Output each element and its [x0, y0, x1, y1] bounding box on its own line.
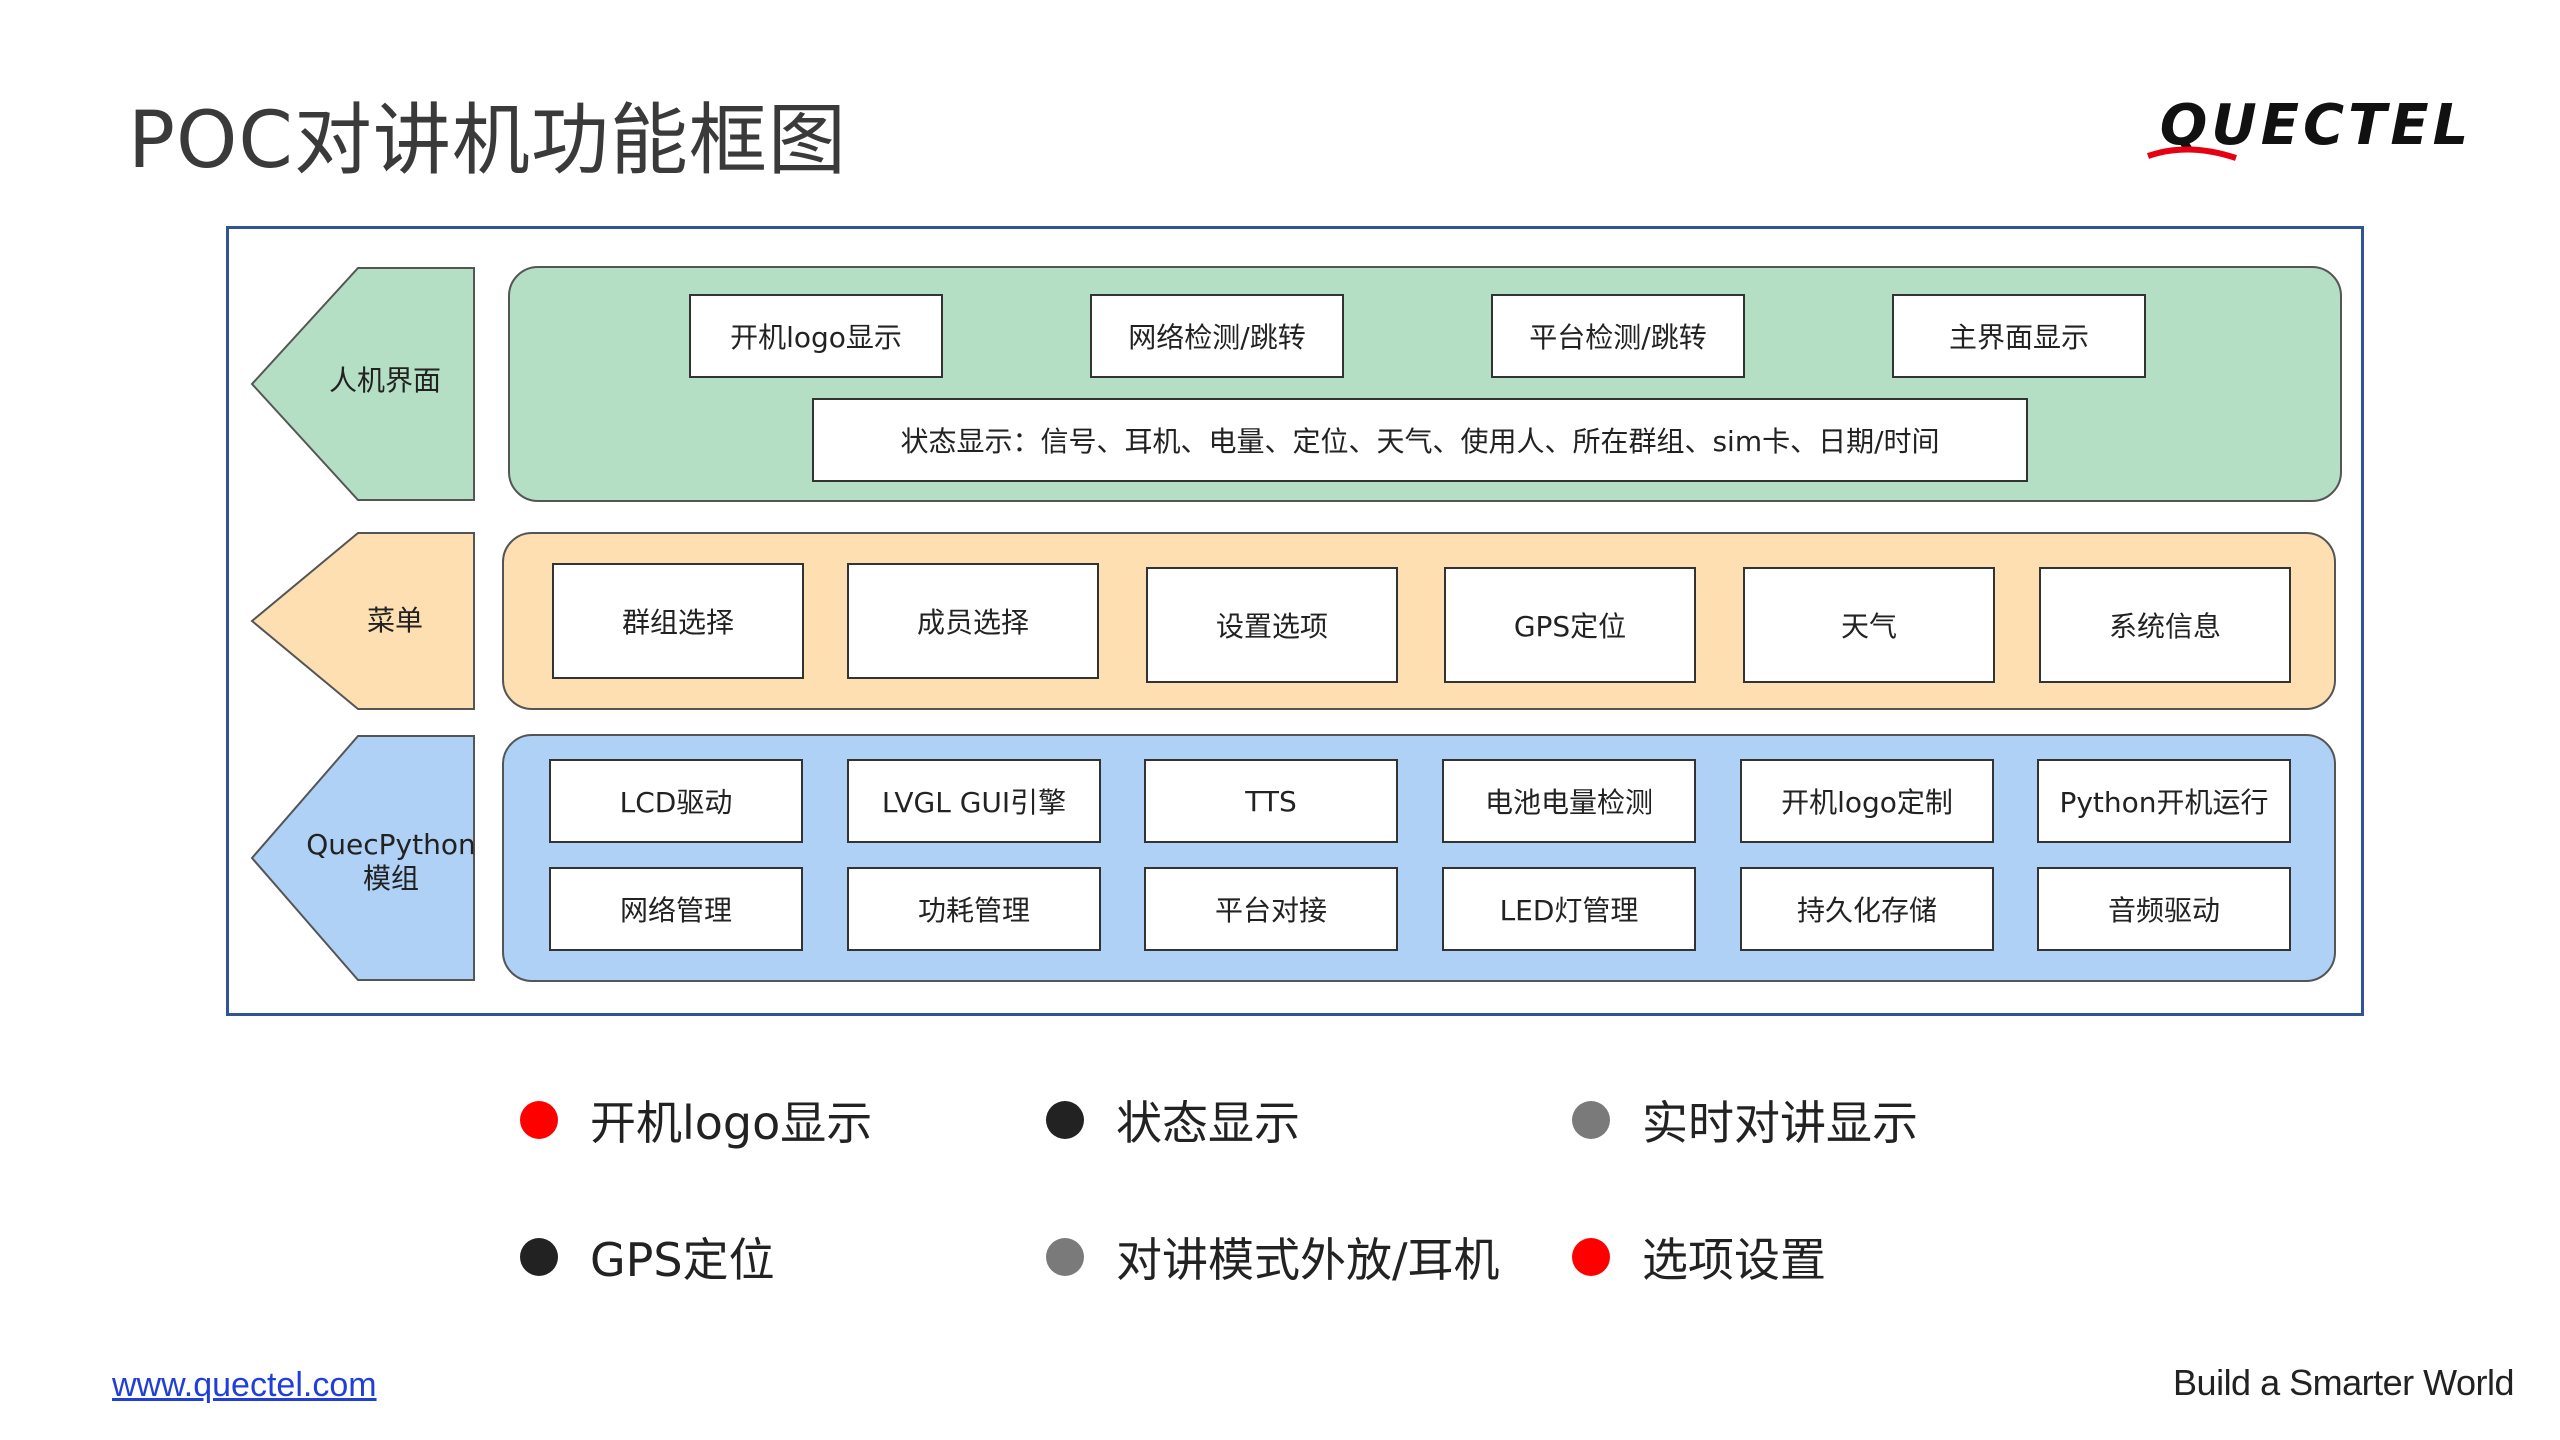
legend-item-3: 实时对讲显示 — [1572, 1090, 1918, 1150]
layer-arrow-menu — [250, 532, 475, 710]
legend-dot-5 — [1046, 1238, 1084, 1276]
module-box-r2-6: 音频驱动 — [2037, 867, 2291, 951]
legend-item-4: GPS定位 — [520, 1227, 775, 1287]
legend-label-1: 开机logo显示 — [590, 1096, 873, 1150]
legend-label-6: 选项设置 — [1642, 1233, 1826, 1287]
module-box-r1-6: Python开机运行 — [2037, 759, 2291, 843]
layer-arrow-hmi — [250, 267, 475, 501]
legend-label-5: 对讲模式外放/耳机 — [1116, 1233, 1500, 1287]
svg-text:QUECTEL: QUECTEL — [2160, 93, 2473, 158]
legend-item-2: 状态显示 — [1046, 1090, 1300, 1150]
module-box-r2-4: LED灯管理 — [1442, 867, 1696, 951]
module-box-r1-3: TTS — [1144, 759, 1398, 843]
panel-menu — [502, 532, 2336, 710]
footer-tagline: Build a Smarter World — [2173, 1362, 2514, 1403]
legend-dot-1 — [520, 1101, 558, 1139]
layer-label-quecpython: QuecPython 模组 — [306, 828, 476, 896]
layer-label-quecpython-line1: QuecPython — [306, 828, 476, 861]
menu-box-2: 成员选择 — [847, 563, 1099, 679]
legend-dot-2 — [1046, 1101, 1084, 1139]
legend-label-2: 状态显示 — [1116, 1096, 1300, 1150]
hmi-box-2: 网络检测/跳转 — [1090, 294, 1344, 378]
module-box-r2-1: 网络管理 — [549, 867, 803, 951]
layer-label-quecpython-line2: 模组 — [362, 862, 419, 895]
footer-website-link[interactable]: www.quectel.com — [112, 1366, 377, 1404]
legend-item-5: 对讲模式外放/耳机 — [1046, 1227, 1500, 1287]
legend-item-6: 选项设置 — [1572, 1227, 1826, 1287]
legend-dot-6 — [1572, 1238, 1610, 1276]
legend-item-1: 开机logo显示 — [520, 1090, 872, 1150]
legend-dot-4 — [520, 1238, 558, 1276]
module-box-r2-3: 平台对接 — [1144, 867, 1398, 951]
layer-label-menu: 菜单 — [366, 604, 423, 637]
legend-dot-3 — [1572, 1101, 1610, 1139]
legend-label-4: GPS定位 — [590, 1233, 775, 1287]
diagram-frame — [226, 226, 2364, 1016]
module-box-r1-5: 开机logo定制 — [1740, 759, 1994, 843]
module-box-r1-2: LVGL GUI引擎 — [847, 759, 1101, 843]
quectel-logo: QUECTEL — [2147, 93, 2473, 161]
menu-box-1: 群组选择 — [552, 563, 804, 679]
panel-quecpython — [502, 734, 2336, 982]
module-box-r1-4: 电池电量检测 — [1442, 759, 1696, 843]
layer-label-hmi: 人机界面 — [328, 364, 441, 397]
layer-arrow-quecpython — [250, 735, 475, 981]
hmi-box-3: 平台检测/跳转 — [1491, 294, 1745, 378]
menu-box-4: GPS定位 — [1444, 567, 1696, 683]
hmi-box-4: 主界面显示 — [1892, 294, 2146, 378]
menu-box-5: 天气 — [1743, 567, 1995, 683]
page-title: POC对讲机功能框图 — [128, 96, 847, 186]
menu-box-3: 设置选项 — [1146, 567, 1398, 683]
module-box-r1-1: LCD驱动 — [549, 759, 803, 843]
module-box-r2-2: 功耗管理 — [847, 867, 1101, 951]
hmi-box-1: 开机logo显示 — [689, 294, 943, 378]
module-box-r2-5: 持久化存储 — [1740, 867, 1994, 951]
legend-label-3: 实时对讲显示 — [1642, 1096, 1918, 1150]
menu-box-6: 系统信息 — [2039, 567, 2291, 683]
hmi-status-box: 状态显示：信号、耳机、电量、定位、天气、使用人、所在群组、sim卡、日期/时间 — [812, 398, 2028, 482]
